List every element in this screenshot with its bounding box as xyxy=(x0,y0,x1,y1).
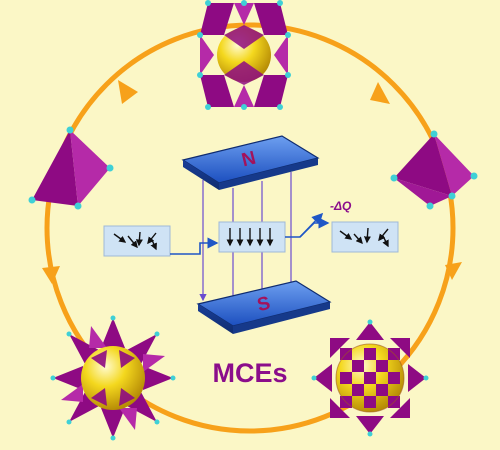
spin-arrows-icon xyxy=(226,228,274,247)
tetrahedron-icon xyxy=(390,130,478,210)
spin-box-disordered-right xyxy=(331,221,399,253)
spin-arrows-icon xyxy=(339,227,389,248)
heat-release-label: -ΔQ xyxy=(330,199,352,213)
magnet-south: S xyxy=(196,280,332,334)
magnet-south-label: S xyxy=(255,293,272,316)
spin-box-aligned xyxy=(218,221,286,253)
spin-box-disordered-left xyxy=(103,225,171,257)
tetrahedron-right xyxy=(390,130,478,210)
cycle-arrow-upper-left xyxy=(118,80,138,104)
magnet-north-label: N xyxy=(240,148,258,172)
cluster-icon xyxy=(50,315,176,441)
tetrahedron-left xyxy=(28,126,114,210)
caption-mces: MCEs xyxy=(212,358,287,388)
cycle-ring xyxy=(44,22,456,434)
cycle-arrow-right xyxy=(445,262,462,280)
process-arrows xyxy=(170,212,330,255)
cycle-arrowheads xyxy=(42,80,462,284)
cluster-bottom-left xyxy=(50,315,176,441)
cycle-arrow-left xyxy=(42,266,60,284)
cluster-icon xyxy=(311,319,429,437)
tetrahedron-icon xyxy=(28,126,114,210)
spin-arrows-icon xyxy=(113,231,157,251)
magnet-north: N xyxy=(181,135,320,190)
cluster-bottom-right xyxy=(311,319,429,437)
cycle-arrow-upper-right xyxy=(370,82,390,104)
cluster-icon xyxy=(197,0,291,110)
cluster-top xyxy=(197,0,291,110)
